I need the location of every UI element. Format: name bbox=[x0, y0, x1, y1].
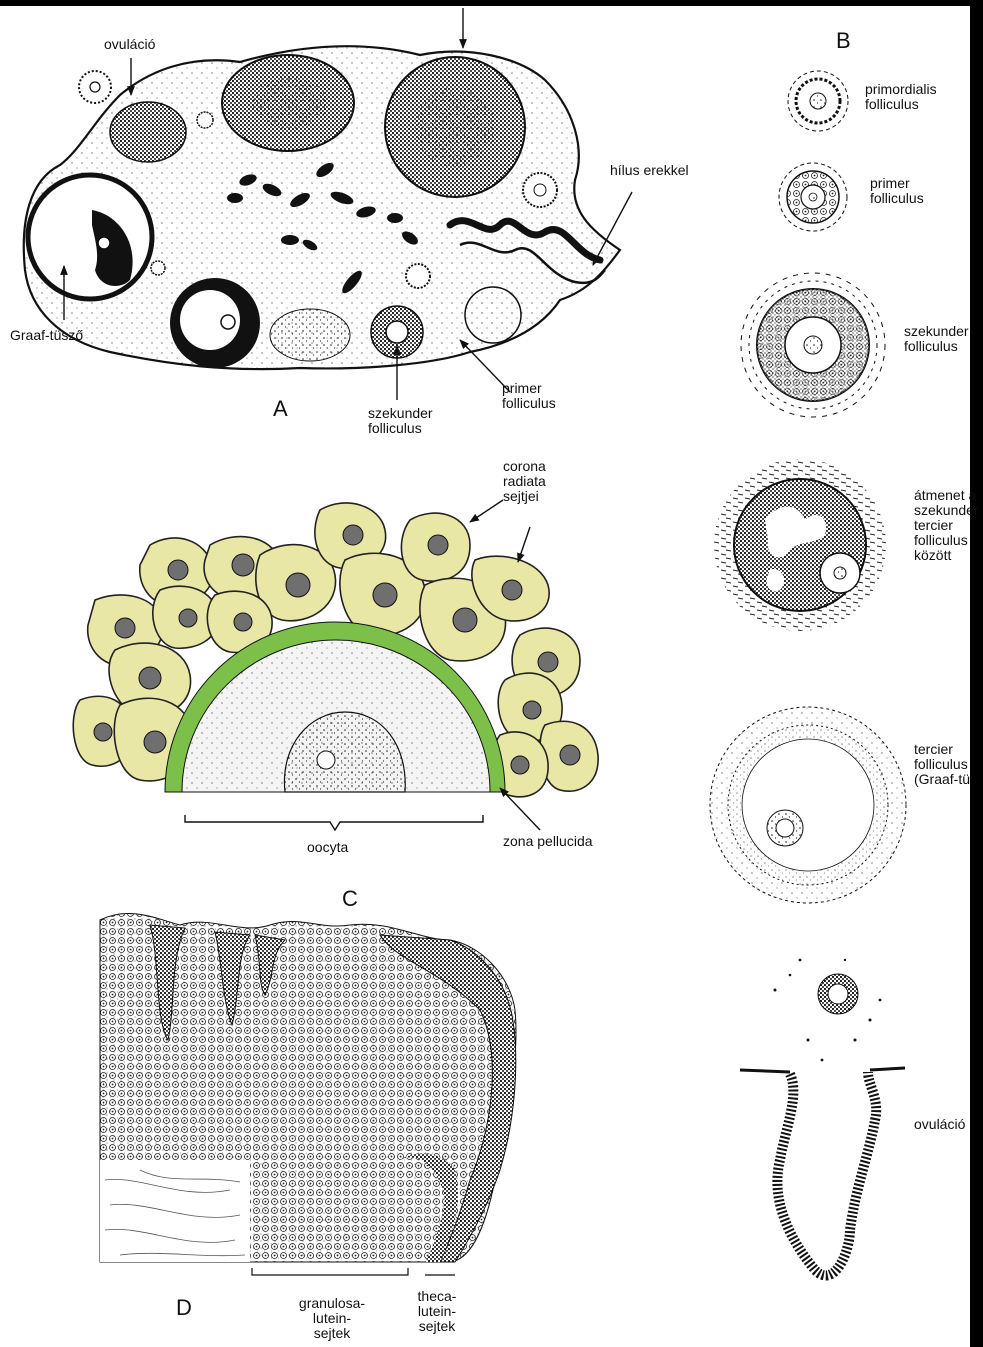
label-primary-follicle-a: primer folliculus bbox=[502, 381, 556, 411]
label-primordial-follicle: primordialis folliculus bbox=[865, 82, 937, 112]
panel-c-drawing bbox=[73, 503, 598, 797]
label-granulosa-lutein: granulosa- lutein- sejtek bbox=[288, 1296, 376, 1341]
label-transition: átmenet a szekunder tercier folliculus k… bbox=[914, 488, 979, 563]
panel-d-drawing bbox=[100, 914, 516, 1262]
label-ovulation-a: ovuláció bbox=[104, 37, 155, 52]
granulosa-bracket bbox=[252, 1268, 408, 1275]
label-zona-pellucida: zona pellucida bbox=[503, 834, 593, 849]
panel-d-annotations bbox=[252, 1268, 455, 1275]
scan-right-border bbox=[970, 0, 983, 1347]
scan-top-border bbox=[0, 0, 983, 6]
corona-arrow-2 bbox=[518, 527, 530, 562]
label-corona-radiata: corona radiata sejtjei bbox=[503, 459, 546, 504]
label-hilus-vessels: hílus erekkel bbox=[610, 163, 689, 178]
label-secondary-follicle-a: szekunder folliculus bbox=[368, 406, 433, 436]
corona-arrow-1 bbox=[470, 500, 503, 522]
label-graaf-follicle: Graaf-tüsző bbox=[10, 328, 83, 343]
label-ovulation-b: ovuláció bbox=[914, 1117, 965, 1132]
panel-b-letter: B bbox=[836, 30, 851, 52]
label-secondary-follicle-b: szekunder folliculus bbox=[904, 324, 969, 354]
label-theca-lutein: theca- lutein- sejtek bbox=[408, 1289, 466, 1334]
panel-d-letter: D bbox=[176, 1297, 192, 1319]
panel-c-letter: C bbox=[342, 888, 358, 910]
oocyta-bracket bbox=[185, 815, 483, 830]
panel-a-letter: A bbox=[273, 398, 288, 420]
ovary-section-drawing bbox=[24, 46, 620, 369]
panel-b-drawings bbox=[710, 71, 906, 1275]
label-tertiary-follicle: tercier folliculus (Graaf-tü bbox=[914, 742, 970, 787]
label-oocyta: oocyta bbox=[307, 840, 348, 855]
label-primary-follicle-b: primer folliculus bbox=[870, 176, 924, 206]
